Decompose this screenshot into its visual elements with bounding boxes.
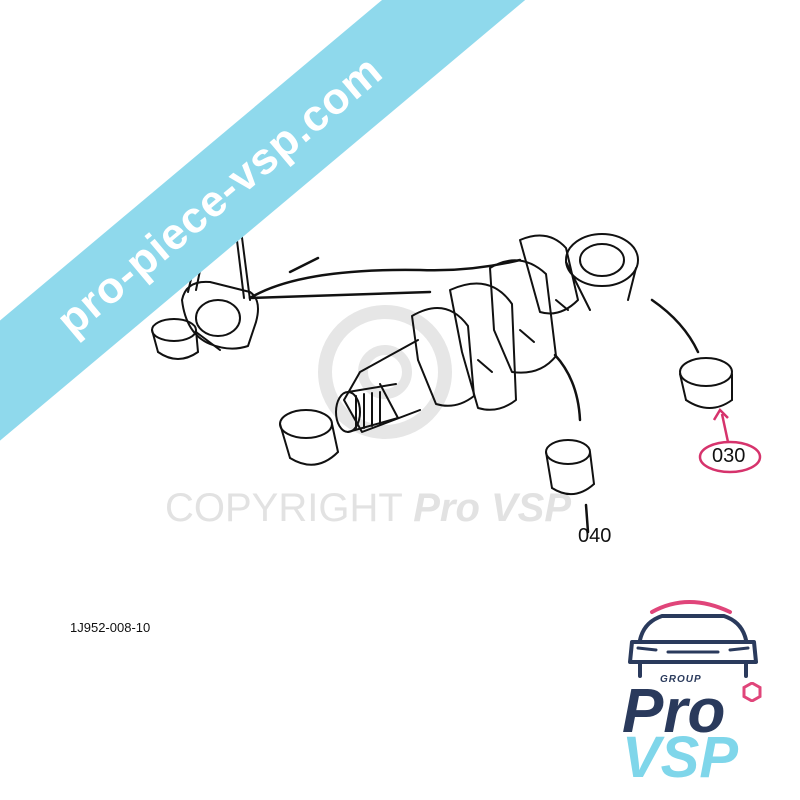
copyright-circle-watermark	[318, 305, 452, 439]
callout-030-highlight	[698, 407, 762, 474]
logo-vsp-text: VSP	[622, 725, 739, 790]
rod-bearing-shell	[151, 318, 199, 360]
nut-icon	[742, 682, 762, 702]
copyright-watermark: COPYRIGHT Pro VSP	[165, 486, 571, 531]
logo-group-text: GROUP	[660, 674, 702, 685]
copyright-text: COPYRIGHT	[165, 486, 403, 530]
front-main-bearing-shell	[279, 409, 339, 466]
car-icon	[628, 600, 758, 678]
callout-label-040: 040	[578, 525, 612, 547]
reference-code: 1J952-008-10	[70, 620, 151, 635]
main-bearing-shell-040	[545, 439, 595, 495]
main-bearing-shell-030	[679, 357, 733, 409]
callout-label-030: 030	[712, 445, 746, 467]
leader-lines	[248, 256, 700, 534]
provsp-logo: GROUP Pro VSP	[618, 590, 768, 790]
copyright-brand: Pro VSP	[413, 486, 572, 530]
crankshaft	[335, 233, 639, 433]
logo-pro-text: Pro	[622, 677, 726, 746]
